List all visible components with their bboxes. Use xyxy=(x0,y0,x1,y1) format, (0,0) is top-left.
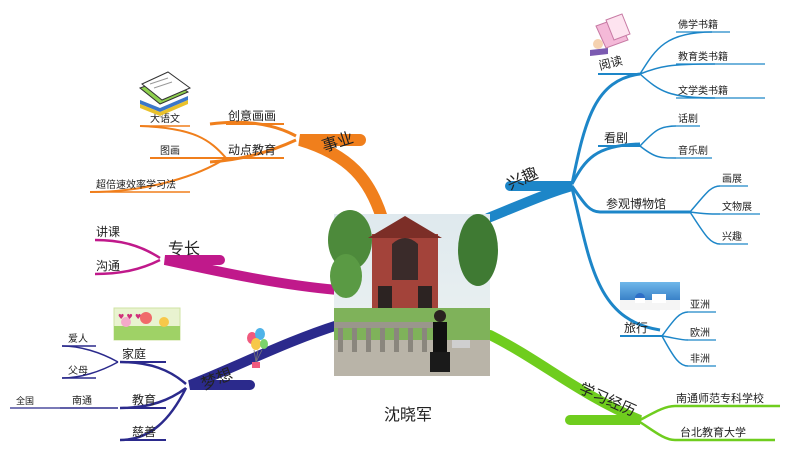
travel-picture xyxy=(620,282,680,310)
reading-item-education: 教育类书籍 xyxy=(678,50,728,63)
balloon-icon xyxy=(247,328,268,368)
career-item-drawing: 创意画画 xyxy=(228,108,276,123)
reading-item-literature: 文学类书籍 xyxy=(678,84,728,97)
study-item-nantong: 南通师范专科学校 xyxy=(676,391,764,405)
dream-item-family: 家庭 xyxy=(122,346,146,361)
career-sub-method: 超倍速效率学习法 xyxy=(96,178,176,191)
career-label: 事业 xyxy=(319,128,355,156)
skill-item-communicate: 沟通 xyxy=(96,259,120,273)
career-main-line xyxy=(298,134,388,224)
interest-drama-label: 看剧 xyxy=(604,131,628,145)
museum-item-relics: 文物展 xyxy=(722,200,752,213)
dream-item-education: 教育 xyxy=(132,392,156,407)
dream-family-spouse: 爱人 xyxy=(68,332,88,345)
dream-edu-nantong: 南通 xyxy=(72,394,92,407)
career-sub-picture: 图画 xyxy=(160,145,180,157)
travel-item-asia: 亚洲 xyxy=(690,299,710,311)
travel-item-europe: 欧洲 xyxy=(690,327,710,339)
skill-main-line xyxy=(163,255,343,295)
museum-item-interest: 兴趣 xyxy=(722,230,742,243)
branch-study: 学习经历 南通师范专科学校 台北教育大学 xyxy=(485,330,780,442)
study-item-taipei: 台北教育大学 xyxy=(680,425,746,439)
travel-item-africa: 非洲 xyxy=(690,353,710,365)
center-photo xyxy=(328,210,498,376)
interest-reading-label: 阅读 xyxy=(597,54,624,73)
study-label: 学习经历 xyxy=(576,379,638,420)
svg-text:♥ ♥ ♥: ♥ ♥ ♥ xyxy=(118,313,141,321)
career-sub-chinese: 大语文 xyxy=(150,112,180,125)
museum-item-painting: 画展 xyxy=(722,173,742,185)
career-item-education: 动点教育 xyxy=(228,142,276,157)
dream-family-parents: 父母 xyxy=(68,365,88,377)
drama-item-musical: 音乐剧 xyxy=(678,144,708,157)
reading-icon xyxy=(590,13,631,56)
interest-travel-label: 旅行 xyxy=(624,321,648,335)
drama-item-play: 话剧 xyxy=(678,113,698,125)
study-main-line xyxy=(485,330,642,425)
book-icon xyxy=(138,71,192,116)
family-picture: ♥ ♥ ♥ xyxy=(113,307,181,341)
branch-interest: 兴趣 阅读 佛学书籍 教育类书籍 文学类书籍 看剧 话剧 音乐剧 参观博物馆 画… xyxy=(483,13,765,367)
skill-item-lecture: 讲课 xyxy=(96,224,120,239)
skill-label: 专长 xyxy=(168,239,200,258)
reading-item-buddhism: 佛学书籍 xyxy=(678,18,718,31)
branch-career: 事业 创意画画 动点教育 大语文 图画 超倍速效率学习法 xyxy=(89,71,388,224)
dream-edu-national: 全国 xyxy=(16,395,34,407)
branch-skill: 专长 讲课 沟通 xyxy=(94,224,343,295)
interest-museum-label: 参观博物馆 xyxy=(606,196,666,211)
branch-dream: 梦想 家庭 教育 慈善 爱人 父母 南通 全国 ♥ ♥ ♥ xyxy=(10,307,343,442)
center-name: 沈晓军 xyxy=(384,405,432,424)
dream-item-charity: 慈善 xyxy=(132,424,156,439)
interest-main-line xyxy=(483,181,574,223)
